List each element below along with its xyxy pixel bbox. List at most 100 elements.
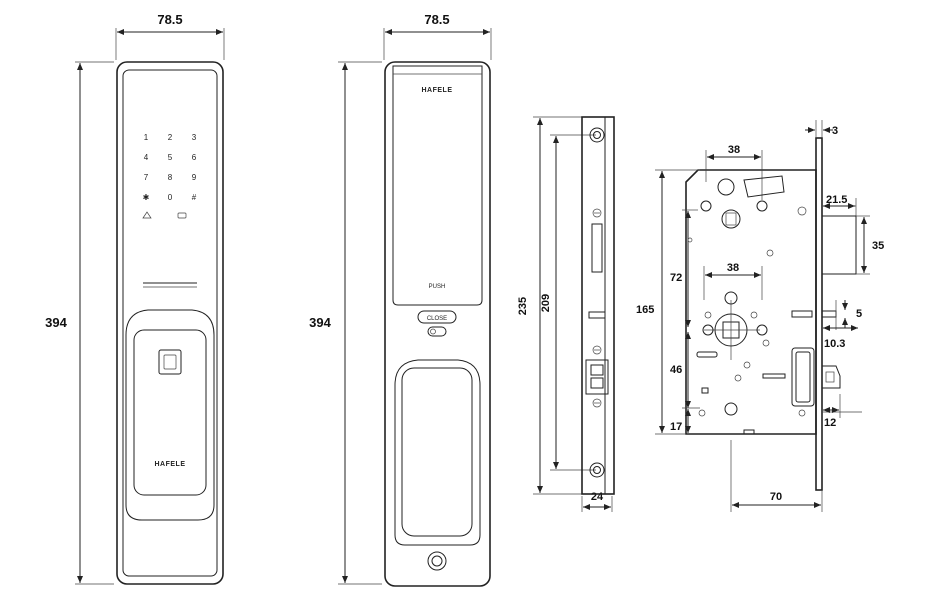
fp-screw-small-1 [592,208,602,218]
mortise-view: 3 38 21.5 35 165 72 46 17 [636,120,884,512]
back-width-label: 78.5 [424,12,449,27]
keypad: 1 2 3 4 5 6 7 8 9 ✱ 0 # [142,133,197,219]
back-handle-inner [401,367,473,537]
back-view: 78.5 394 HAFELE PUSH CLOSE [309,12,492,587]
key-cylinder-inner [431,555,443,567]
m-latch-bolt [821,365,841,389]
front-width-label: 78.5 [157,12,182,27]
keypad-key-3: 3 [192,133,197,142]
fp-screw-top-inner [593,131,601,139]
m-label-21-5: 21.5 [826,194,847,206]
m-screw-top-right [797,206,807,216]
m-gear [721,209,741,229]
m-pin-9 [798,409,806,417]
m-cam-top [717,178,735,196]
fp-latch-outline [585,359,609,395]
keypad-key-hash: # [192,193,197,202]
m-latch-bolt-inner [825,371,835,383]
m-label-38a: 38 [728,144,740,156]
m-pin-2 [687,237,693,243]
fp-width-label: 24 [591,491,604,503]
key-cylinder-outer [427,551,447,571]
bell-icon [142,211,152,219]
fp-screw-small-3 [592,398,602,408]
m-pin-8 [698,409,706,417]
mortise-faceplate [815,137,823,491]
m-slot-left [696,351,718,358]
keypad-key-8: 8 [168,173,173,182]
m-hole-left-mid [702,324,714,336]
back-body-outline [384,61,491,587]
m-pin-1 [766,249,774,257]
front-body-inner [122,69,218,577]
back-height-label: 394 [309,315,331,330]
m-label-3: 3 [832,125,838,137]
keypad-key-5: 5 [168,153,173,162]
fp-aux-slot [588,311,606,319]
keypad-key-9: 9 [192,173,197,182]
m-slot-right [762,373,786,379]
keypad-key-4: 4 [144,153,149,162]
m-label-10-3: 10.3 [824,338,845,350]
m-label-38b: 38 [727,262,739,274]
m-aux-latch-inner [791,310,813,318]
fp-deadbolt-slot [591,223,603,273]
back-handle-outer [394,359,481,546]
m-lever-top [743,175,785,198]
m-label-165: 165 [636,304,654,316]
keypad-key-2: 2 [168,133,173,142]
fp-height-inner-label: 209 [540,294,552,312]
m-label-12: 12 [824,417,836,429]
m-bottom-tab [743,429,755,435]
front-handle-outer [125,309,215,521]
faceplate-view: 235 209 24 [517,116,615,512]
m-gear-core [725,212,737,226]
front-height-label: 394 [45,315,67,330]
front-body-outline [116,61,224,585]
m-hole-top-mid [756,200,768,212]
fp-screw-bottom-inner [593,466,601,474]
fp-screw-bottom-outer [589,462,605,478]
keypad-key-star: ✱ [143,193,150,202]
push-label: PUSH [429,284,446,290]
m-aux-latch-out [821,310,837,318]
fp-height-outer-label: 235 [517,297,529,315]
front-view: 78.5 394 1 2 3 4 5 6 7 8 9 ✱ 0 # [45,12,225,585]
m-label-17: 17 [670,421,682,433]
m-pin-6 [743,361,751,369]
m-label-70: 70 [770,491,782,503]
m-pin-5 [762,339,770,347]
keypad-key-1: 1 [144,133,149,142]
m-deadbolt [821,215,857,275]
m-latch-body [795,351,811,403]
fp-screw-top-outer [589,127,605,143]
m-hole-right-mid [756,324,768,336]
fingerprint-sensor [158,349,182,375]
m-hole-lower [724,402,738,416]
m-label-5: 5 [856,308,862,320]
m-pin-3 [704,311,712,319]
fp-latch-block-1 [590,364,604,376]
m-block-left [701,387,709,394]
m-latch-housing [791,347,815,407]
back-upper-panel [392,65,483,306]
close-switch-knob [430,328,436,335]
keypad-key-7: 7 [144,173,149,182]
keypad-key-6: 6 [192,153,197,162]
keypad-key-0: 0 [168,193,173,202]
m-pin-4 [750,311,758,319]
fp-screw-small-2 [592,345,602,355]
close-button-outline [417,310,457,324]
back-brand-logo: HAFELE [422,87,453,94]
close-switch [427,326,447,337]
fp-latch-block-2 [590,377,604,389]
m-hole-top-left [700,200,712,212]
fingerprint-icon [163,354,177,370]
key-icon [177,212,187,219]
close-label: CLOSE [427,316,447,322]
m-pin-7 [734,374,742,382]
m-label-35: 35 [872,240,884,252]
m-label-46: 46 [670,364,682,376]
faceplate-outline [581,116,615,495]
